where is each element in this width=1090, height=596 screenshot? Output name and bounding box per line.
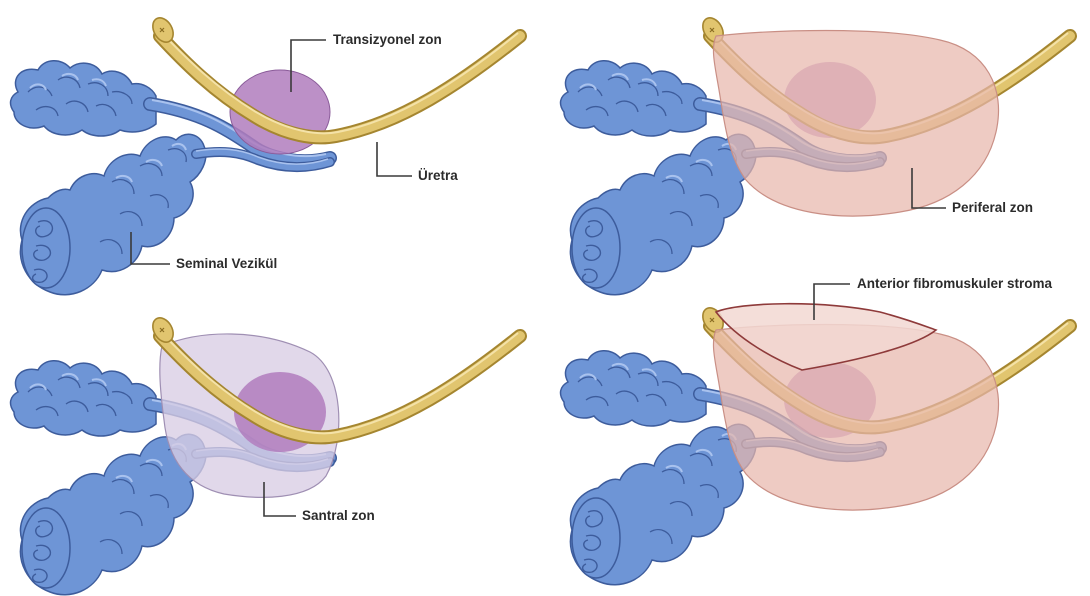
leader-urethra xyxy=(377,142,412,176)
label-central-zone: Santral zon xyxy=(302,508,375,523)
label-transition-zone: Transizyonel zon xyxy=(333,32,442,47)
label-urethra: Üretra xyxy=(418,168,458,183)
panel-anterior-stroma: Anterior fibromuskuler stroma xyxy=(561,276,1070,585)
label-seminal-vesicle: Seminal Vezikül xyxy=(176,256,277,271)
panel-peripheral-zone: Periferal zon xyxy=(561,14,1070,295)
peripheral-zone-shape xyxy=(713,31,998,217)
label-anterior-stroma: Anterior fibromuskuler stroma xyxy=(857,276,1053,291)
panel-central-zone: Santral zon xyxy=(11,314,520,595)
panel-transition-zone: Transizyonel zon Üretra Seminal Vezikül xyxy=(11,14,520,295)
label-peripheral-zone: Periferal zon xyxy=(952,200,1033,215)
